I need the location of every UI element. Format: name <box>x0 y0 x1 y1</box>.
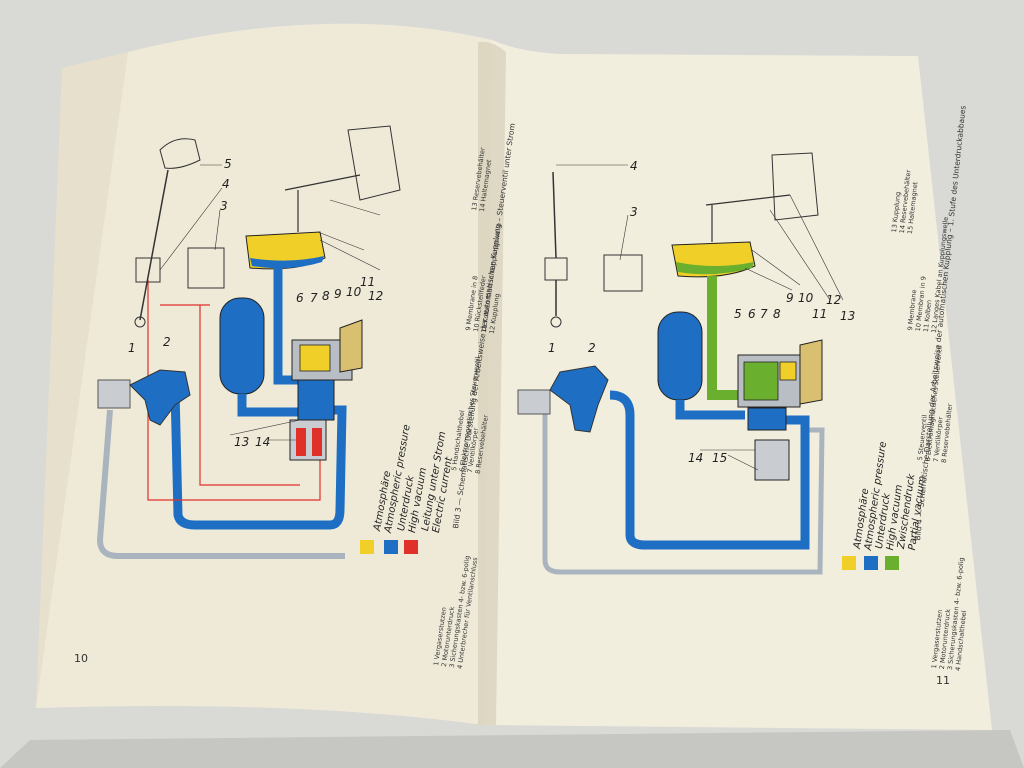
left-callout-9: 9 <box>334 287 342 301</box>
right-callout-1: 1 <box>548 341 556 355</box>
legend-swatch-vacuum-right <box>864 556 878 570</box>
left-callout-8: 8 <box>322 289 330 303</box>
left-callout-4: 4 <box>222 177 230 191</box>
right-callout-12: 12 <box>826 293 841 307</box>
right-callout-4: 4 <box>630 159 638 173</box>
right-callout-10: 10 <box>798 291 814 305</box>
right-callout-5: 5 <box>734 307 742 321</box>
left-callout-14: 14 <box>255 435 270 449</box>
legend-swatch-electric-left <box>404 540 418 554</box>
legend-swatch-atmospheric-right <box>842 556 856 570</box>
right-callout-11: 11 <box>812 307 827 321</box>
right-callout-14: 14 <box>688 451 703 465</box>
left-callout-5: 5 <box>224 157 232 171</box>
right-callout-7: 7 <box>760 307 768 321</box>
right-callout-15: 15 <box>712 451 727 465</box>
left-callout-11: 11 <box>360 275 375 289</box>
page-number-left: 10 <box>74 652 88 665</box>
page-number-right: 11 <box>936 674 950 687</box>
right-schematic <box>517 152 844 575</box>
left-callout-10: 10 <box>346 285 362 299</box>
legend-swatch-atmospheric-left <box>360 540 374 554</box>
right-callout-6: 6 <box>748 307 756 321</box>
left-callout-12: 12 <box>368 289 383 303</box>
left-callout-3: 3 <box>220 199 228 213</box>
legend-swatch-vacuum-left <box>384 540 398 554</box>
legend-swatch-partial-right <box>885 556 899 570</box>
left-callout-2: 2 <box>163 335 171 349</box>
left-callout-6: 6 <box>296 291 304 305</box>
right-callout-2: 2 <box>588 341 596 355</box>
right-callout-8: 8 <box>773 307 781 321</box>
right-callout-13: 13 <box>840 309 855 323</box>
right-callout-9: 9 <box>786 291 794 305</box>
right-callout-3: 3 <box>630 205 638 219</box>
left-callout-7: 7 <box>310 291 318 305</box>
left-callout-1: 1 <box>128 341 136 355</box>
left-schematic <box>96 125 401 559</box>
left-callout-13: 13 <box>234 435 249 449</box>
